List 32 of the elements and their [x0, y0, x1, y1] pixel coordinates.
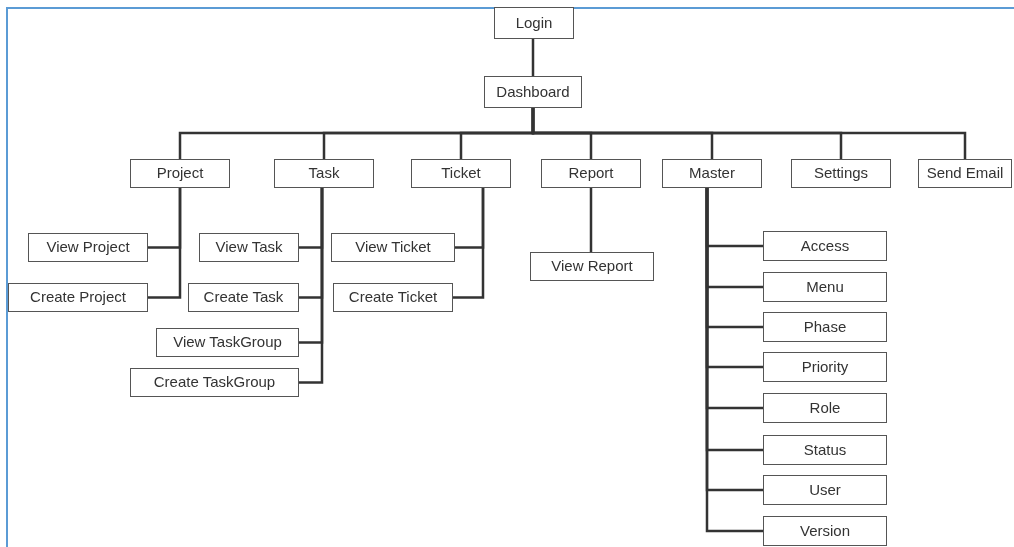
menu-box: User: [763, 475, 887, 505]
menu-box: Ticket: [411, 159, 511, 188]
menu-box: Project: [130, 159, 230, 188]
menu-box: View TaskGroup: [156, 328, 299, 357]
menu-box: Create Ticket: [333, 283, 453, 312]
menu-box: Access: [763, 231, 887, 261]
menu-box: Master: [662, 159, 762, 188]
menu-box: View Ticket: [331, 233, 455, 262]
connector-line: [531, 108, 967, 159]
menu-box: Role: [763, 393, 887, 423]
menu-box: Dashboard: [484, 76, 582, 108]
menu-box: Menu: [763, 272, 887, 302]
connector-line: [589, 188, 593, 252]
menu-box: Task: [274, 159, 374, 188]
menu-box: Login: [494, 7, 574, 39]
menu-box: View Task: [199, 233, 299, 262]
connector-line: [148, 188, 182, 299]
menu-box: Phase: [763, 312, 887, 342]
menu-box: Create TaskGroup: [130, 368, 299, 397]
connector-line: [299, 188, 324, 384]
menu-box: Send Email: [918, 159, 1012, 188]
menu-box: Create Project: [8, 283, 148, 312]
menu-box: Priority: [763, 352, 887, 382]
menu-box: Settings: [791, 159, 891, 188]
menu-box: Create Task: [188, 283, 299, 312]
connector-line: [453, 188, 485, 299]
connector-line: [531, 39, 535, 76]
menu-box: View Project: [28, 233, 148, 262]
menu-box: Report: [541, 159, 641, 188]
menu-box: Version: [763, 516, 887, 546]
menu-box: View Report: [530, 252, 654, 281]
menu-box: Status: [763, 435, 887, 465]
